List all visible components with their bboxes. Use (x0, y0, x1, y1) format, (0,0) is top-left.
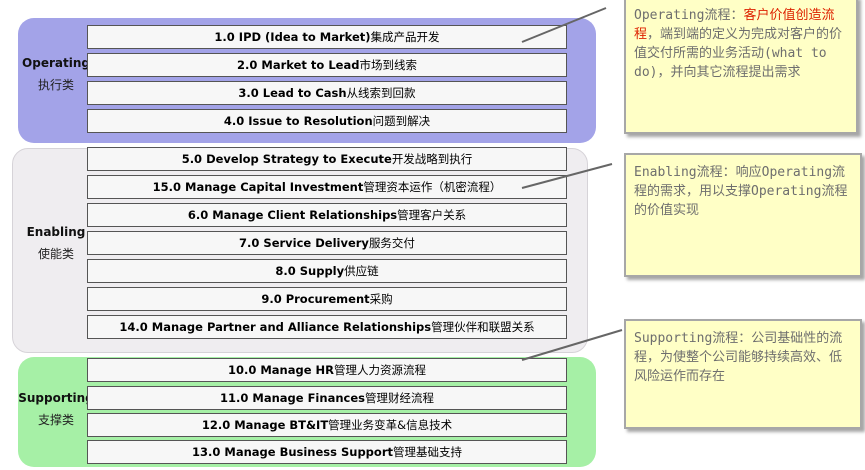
supporting-label-en: Supporting (18, 391, 94, 405)
operating-note-prefix: Operating流程： (634, 8, 744, 23)
process-zh: 市场到线索 (359, 58, 417, 72)
process-en: 12.0 Manage BT&IT (201, 418, 329, 432)
process-zh: 管理财经流程 (364, 391, 434, 405)
enabling-note-text: Enabling流程：响应Operating流程的需求，用以支撑Operatin… (634, 165, 848, 218)
process-zh: 管理客户关系 (397, 208, 467, 222)
process-en: 11.0 Manage Finances (220, 391, 365, 405)
connector-line-enabling (521, 163, 613, 189)
process-zh: 管理伙伴和联盟关系 (431, 320, 535, 334)
process-zh: 管理业务变革&信息技术 (328, 418, 453, 432)
process-en: 2.0 Market to Lead (237, 58, 360, 72)
operating-label-zh: 执行类 (37, 78, 74, 92)
process-zh: 供应链 (344, 264, 379, 278)
process-en: 4.0 Issue to Resolution (223, 114, 373, 128)
process-zh: 管理人力资源流程 (334, 363, 427, 377)
process-zh: 集成产品开发 (370, 30, 440, 44)
process-en: 14.0 Manage Partner and Alliance Relatio… (119, 320, 432, 334)
process-en: 3.0 Lead to Cash (238, 86, 347, 100)
connector-line-supporting (521, 329, 623, 361)
enabling-label-zh: 使能类 (37, 247, 74, 261)
supporting-note-text: Supporting流程：公司基础性的流程，为使整个公司能够持续高效、低风险运作… (634, 331, 843, 384)
enabling-note: Enabling流程：响应Operating流程的需求，用以支撑Operatin… (624, 153, 862, 277)
supporting-label-zh: 支撑类 (37, 413, 74, 427)
process-en: 10.0 Manage HR (227, 363, 335, 377)
connector-line-operating (521, 7, 607, 43)
process-en: 15.0 Manage Capital Investment (152, 180, 364, 194)
enabling-label: Enabling 使能类 (18, 221, 94, 265)
enabling-label-en: Enabling (26, 225, 86, 239)
operating-label-en: Operating (22, 56, 90, 70)
supporting-label: Supporting 支撑类 (18, 387, 94, 431)
operating-note-highlight: 客户价值创造流程 (634, 8, 835, 42)
process-en: 6.0 Manage Client Relationships (187, 208, 398, 222)
process-en: 9.0 Procurement (261, 292, 370, 306)
process-zh: 开发战略到执行 (391, 152, 473, 166)
process-en: 1.0 IPD (Idea to Market) (214, 30, 371, 44)
process-zh: 从线索到回款 (346, 86, 416, 100)
process-zh: 管理基础支持 (393, 445, 462, 459)
process-en: 8.0 Supply (275, 264, 345, 278)
process-zh: 服务交付 (368, 236, 415, 250)
operating-note-rest: ，端到端的定义为完成对客户的价值交付所需的业务活动(what to do)，并向… (634, 27, 843, 80)
operating-label: Operating 执行类 (18, 52, 94, 96)
process-en: 13.0 Manage Business Support (192, 445, 393, 459)
operating-note: Operating流程：客户价值创造流程，端到端的定义为完成对客户的价值交付所需… (624, 0, 858, 134)
process-en: 5.0 Develop Strategy to Execute (181, 152, 392, 166)
process-box: 14.0 Manage Partner and Alliance Relatio… (87, 315, 567, 339)
process-box: 1.0 IPD (Idea to Market)集成产品开发 (87, 25, 567, 49)
process-en: 7.0 Service Delivery (239, 236, 369, 250)
process-zh: 采购 (369, 292, 393, 306)
process-zh: 管理资本运作（机密流程） (363, 180, 502, 194)
supporting-note: Supporting流程：公司基础性的流程，为使整个公司能够持续高效、低风险运作… (624, 319, 862, 429)
process-zh: 问题到解决 (372, 114, 431, 128)
